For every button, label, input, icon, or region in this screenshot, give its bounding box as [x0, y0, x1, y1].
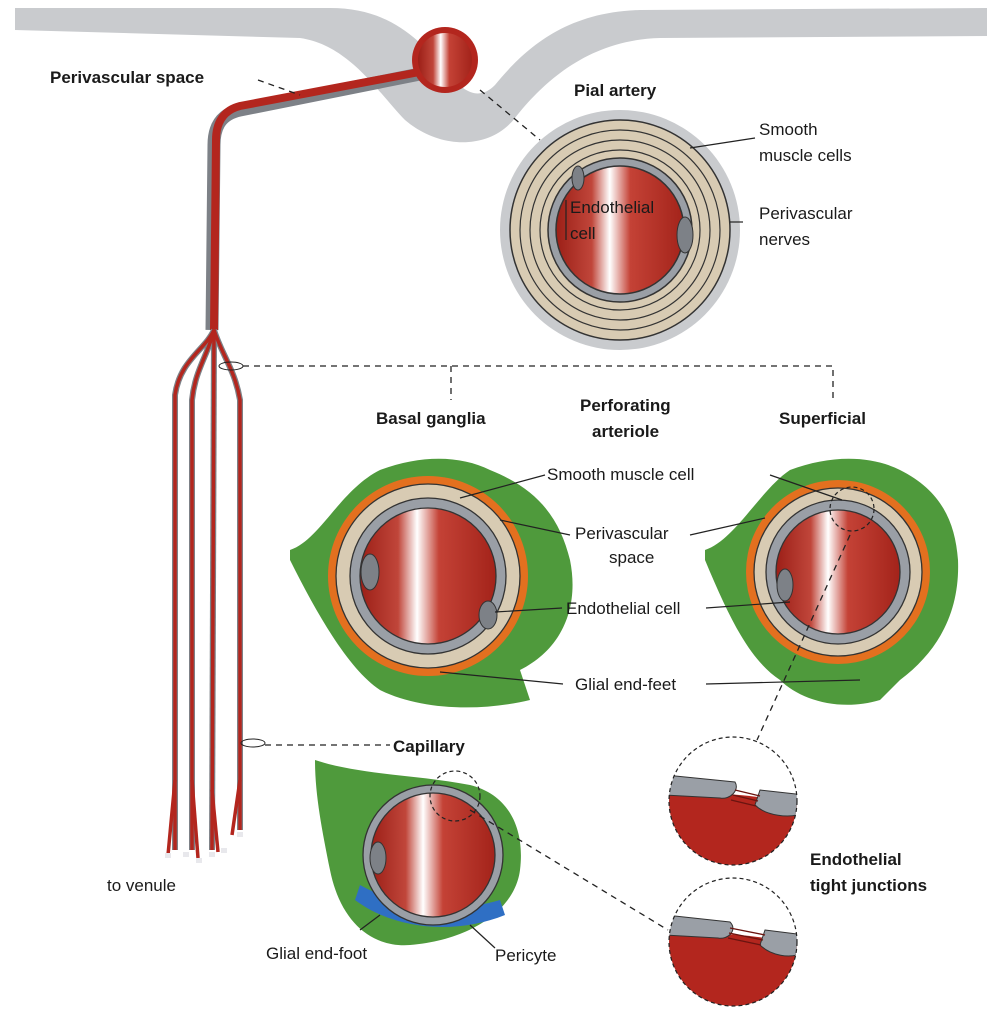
to-venule-label: to venule: [107, 876, 176, 895]
endothelial-cell-mid-label: Endothelial cell: [566, 599, 680, 618]
superficial-label: Superficial: [779, 409, 866, 428]
smooth-muscle-cells-label-2: muscle cells: [759, 146, 852, 165]
tight-junction-inset-1: [665, 735, 805, 870]
pericyte-label: Pericyte: [495, 946, 556, 965]
smooth-muscle-cells-label: Smooth: [759, 120, 818, 139]
pial-artery-label: Pial artery: [574, 81, 657, 100]
perforating-arteriole-label-2: arteriole: [592, 422, 659, 441]
smooth-muscle-cell-label: Smooth muscle cell: [547, 465, 694, 484]
perivascular-space-label: Perivascular: [575, 524, 669, 543]
superficial-arteriole: [705, 459, 958, 705]
pial-artery-small: [412, 27, 478, 93]
basal-ganglia-arteriole: [290, 459, 573, 708]
glial-end-feet-label: Glial end-feet: [575, 675, 676, 694]
perivascular-nerves-label: Perivascular: [759, 204, 853, 223]
perforating-arteriole-label: Perforating: [580, 396, 671, 415]
glial-end-foot-label: Glial end-foot: [266, 944, 367, 963]
endothelial-cell-label-2: cell: [570, 224, 596, 243]
endothelial-tight-junctions-label-2: tight junctions: [810, 876, 927, 895]
perivascular-space-top-label: Perivascular space: [50, 68, 204, 87]
endothelial-cell-label: Endothelial: [570, 198, 654, 217]
perivascular-nerves-label-2: nerves: [759, 230, 810, 249]
tight-junction-inset-2: [665, 876, 805, 1011]
perivascular-space-label-2: space: [609, 548, 654, 567]
endothelial-tight-junctions-label: Endothelial: [810, 850, 902, 869]
capillary-label: Capillary: [393, 737, 465, 756]
basal-ganglia-label: Basal ganglia: [376, 409, 486, 428]
capillary-section: [315, 760, 521, 945]
